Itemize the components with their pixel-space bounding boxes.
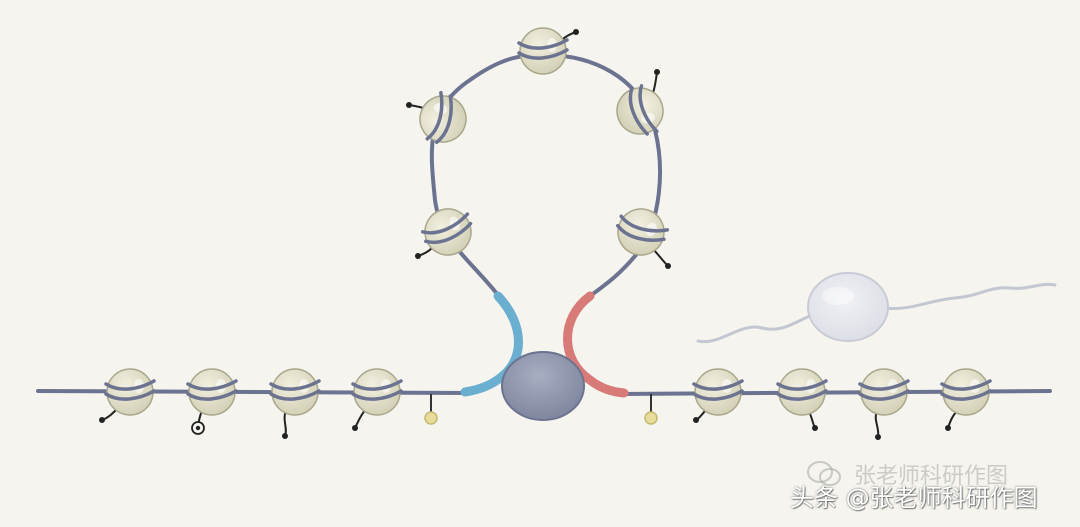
nucleosome-bead-icon — [616, 208, 671, 269]
dna-wrap — [692, 379, 744, 391]
ctcf-marker-left — [424, 394, 438, 425]
dna-wrap — [776, 389, 828, 401]
tail-end-dot — [406, 102, 412, 108]
dna-wrap — [420, 212, 470, 235]
dna-wrap — [269, 379, 321, 391]
dna-wrap — [351, 389, 403, 401]
dna-wrap — [517, 48, 569, 60]
nucleosome-bead-icon — [186, 368, 238, 435]
nucleosome-bead-icon — [776, 368, 828, 431]
dna-wrap — [619, 214, 670, 233]
tail-end-dot — [195, 425, 201, 431]
tail-end-dot — [812, 425, 818, 431]
watermark-text-1: 张老师科研作图 — [854, 464, 1009, 489]
tail-end-dot — [665, 263, 671, 269]
nucleosome-core — [188, 368, 236, 416]
nucleosome-bead-icon — [940, 368, 992, 431]
dna-wrap — [638, 83, 659, 134]
nucleosome-bead-icon — [415, 208, 473, 259]
dna-wrap — [940, 389, 992, 401]
watermark-top: 张老师科研作图 — [806, 458, 1008, 490]
dna-wrap — [628, 86, 649, 136]
nucleosome-core — [942, 368, 990, 416]
loop-anchor-icon — [501, 351, 585, 421]
dna-wrap — [104, 389, 156, 401]
dna-wrap — [424, 221, 473, 245]
nucleosome-bead-icon — [269, 368, 321, 439]
tail-end-dot — [99, 417, 105, 423]
nucleosome-bead-icon — [616, 69, 664, 136]
dna-loop — [429, 52, 662, 298]
dna-wrap — [425, 90, 444, 141]
nucleosome-bead-icon — [517, 27, 579, 75]
nucleosome-bead-icon — [99, 368, 156, 423]
nucleosome-bead-icon — [858, 368, 910, 440]
nucleosome-core — [778, 368, 826, 416]
nucleosome-group — [99, 27, 992, 440]
dna-wrap — [434, 94, 453, 144]
tail-end-dot — [945, 425, 951, 431]
rna-polymerase-icon — [807, 272, 889, 342]
dna-wrap — [776, 379, 828, 391]
nucleosome-core — [271, 368, 319, 416]
dna-wrap — [858, 389, 910, 401]
nucleosome-core — [694, 368, 742, 416]
tail-end-dot — [875, 434, 881, 440]
tail-end-dot — [282, 433, 288, 439]
tail-end-dot — [654, 69, 660, 75]
cohesin-arm-right — [563, 291, 629, 398]
tail-end-dot — [415, 253, 421, 259]
tail-end-dot — [352, 425, 358, 431]
dna-wrap — [692, 389, 744, 401]
dna-wrap — [858, 379, 910, 391]
dna-wrap — [186, 379, 238, 391]
watermark-bottom: 头条 @张老师科研作图 — [790, 484, 1038, 512]
histone-tail-icon — [283, 409, 287, 437]
dna-wrap — [616, 223, 666, 242]
tail-end-dot — [693, 417, 699, 423]
nucleosome-core — [860, 368, 908, 416]
dna-wrap — [940, 379, 992, 391]
nucleosome-bead-icon — [406, 90, 467, 144]
dna-strand-left — [36, 389, 472, 395]
dna-wrap — [351, 379, 403, 391]
nucleosome-core — [519, 27, 567, 75]
nucleosome-bead-icon — [351, 368, 403, 431]
nucleosome-bead-icon — [692, 368, 744, 423]
dna-wrap — [517, 38, 569, 50]
wechat-logo-icon — [807, 461, 841, 486]
nucleosome-core — [353, 368, 401, 416]
tail-end-dot — [573, 29, 579, 35]
ctcf-marker-right — [644, 394, 658, 425]
nucleosome-core — [106, 368, 154, 416]
dna-wrap — [269, 389, 321, 401]
dna-wrap — [186, 389, 238, 401]
dna-wrap — [104, 379, 156, 391]
